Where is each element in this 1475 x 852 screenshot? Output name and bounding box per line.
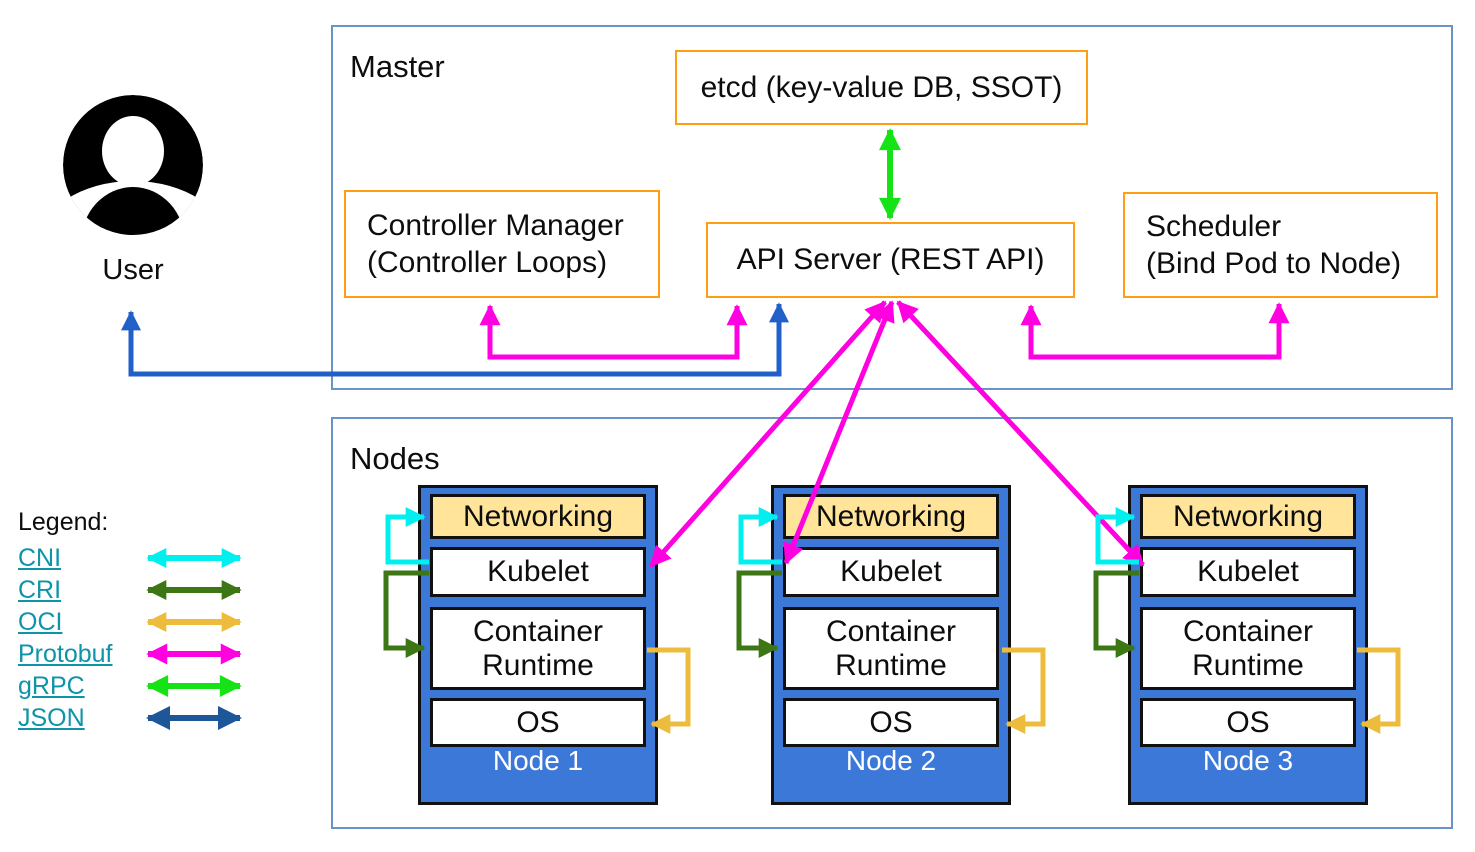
controller-manager-label-line1: Controller Manager bbox=[367, 208, 624, 242]
networking-box: Networking bbox=[783, 494, 999, 539]
networking-label: Networking bbox=[1172, 499, 1324, 533]
node-2-label: Node 2 bbox=[845, 745, 937, 776]
kubelet-box: Kubelet bbox=[1140, 547, 1356, 597]
runtime-label-line1: Container bbox=[825, 614, 957, 648]
legend-item-json: JSON bbox=[18, 705, 85, 731]
legend-item-oci: OCI bbox=[18, 609, 62, 635]
networking-box: Networking bbox=[430, 494, 646, 539]
node-1-label: Node 1 bbox=[492, 745, 584, 776]
runtime-label-line2: Runtime bbox=[482, 648, 594, 682]
networking-label: Networking bbox=[815, 499, 967, 533]
kubelet-label: Kubelet bbox=[1197, 555, 1299, 589]
os-box: OS bbox=[1140, 698, 1356, 747]
container-runtime-box: Container Runtime bbox=[1140, 607, 1356, 690]
master-title: Master bbox=[350, 49, 445, 84]
networking-box: Networking bbox=[1140, 494, 1356, 539]
cni-link[interactable]: CNI bbox=[18, 544, 62, 572]
kubelet-label: Kubelet bbox=[840, 555, 942, 589]
kubelet-box: Kubelet bbox=[430, 547, 646, 597]
grpc-link[interactable]: gRPC bbox=[18, 672, 85, 700]
kubelet-label: Kubelet bbox=[487, 555, 589, 589]
protobuf-link[interactable]: Protobuf bbox=[18, 640, 113, 668]
networking-label: Networking bbox=[462, 499, 614, 533]
node-2: Networking Kubelet Container Runtime OS … bbox=[771, 485, 1011, 805]
etcd-label: etcd (key-value DB, SSOT) bbox=[700, 70, 1063, 104]
scheduler-label-line2: (Bind Pod to Node) bbox=[1146, 247, 1402, 280]
os-label: OS bbox=[869, 705, 913, 739]
scheduler-label-line1: Scheduler bbox=[1146, 209, 1282, 243]
runtime-label-line1: Container bbox=[1182, 614, 1314, 648]
json-link[interactable]: JSON bbox=[18, 704, 85, 732]
container-runtime-box: Container Runtime bbox=[430, 607, 646, 690]
os-label: OS bbox=[1226, 705, 1270, 739]
legend-item-grpc: gRPC bbox=[18, 673, 85, 699]
legend-item-cri: CRI bbox=[18, 577, 61, 603]
node-3: Networking Kubelet Container Runtime OS … bbox=[1128, 485, 1368, 805]
scheduler-box: Scheduler (Bind Pod to Node) bbox=[1123, 192, 1438, 298]
user-label: User bbox=[102, 254, 164, 286]
legend-title: Legend: bbox=[18, 508, 109, 536]
controller-manager-label-line2: (Controller Loops) bbox=[367, 246, 608, 279]
user-icon bbox=[63, 95, 203, 235]
legend-item-cni: CNI bbox=[18, 545, 61, 571]
runtime-label-line1: Container bbox=[472, 614, 604, 648]
os-label: OS bbox=[516, 705, 560, 739]
oci-link[interactable]: OCI bbox=[18, 608, 63, 636]
cri-link[interactable]: CRI bbox=[18, 576, 62, 604]
container-runtime-box: Container Runtime bbox=[783, 607, 999, 690]
api-server-label: API Server (REST API) bbox=[736, 243, 1045, 277]
runtime-label-line2: Runtime bbox=[835, 648, 947, 682]
etcd-box: etcd (key-value DB, SSOT) bbox=[675, 50, 1088, 125]
node-3-label: Node 3 bbox=[1202, 745, 1294, 776]
nodes-title: Nodes bbox=[350, 441, 440, 476]
controller-manager-box: Controller Manager (Controller Loops) bbox=[344, 190, 660, 298]
os-box: OS bbox=[783, 698, 999, 747]
api-server-box: API Server (REST API) bbox=[706, 222, 1075, 298]
legend-item-protobuf: Protobuf bbox=[18, 641, 113, 667]
node-1: Networking Kubelet Container Runtime OS … bbox=[418, 485, 658, 805]
kubelet-box: Kubelet bbox=[783, 547, 999, 597]
runtime-label-line2: Runtime bbox=[1192, 648, 1304, 682]
os-box: OS bbox=[430, 698, 646, 747]
